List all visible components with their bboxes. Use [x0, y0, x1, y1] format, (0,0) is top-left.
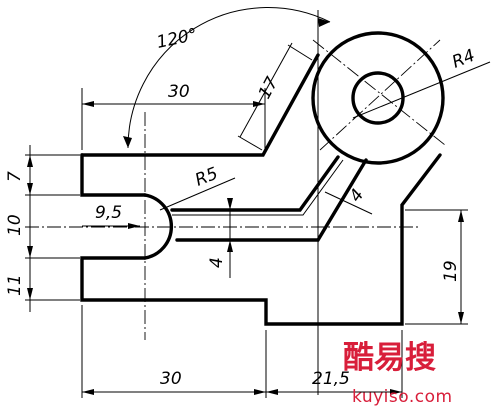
bottom-width-label: 30: [160, 369, 182, 389]
right-height-label: 19: [441, 260, 461, 282]
watermark: 酷易搜 kuyiso.com: [343, 340, 453, 407]
dimension-lines: [25, 7, 491, 398]
arm-length-label: 17: [255, 74, 283, 103]
left-top-label: 7: [5, 171, 25, 182]
slot-depth-label: 9,5: [95, 203, 122, 223]
watermark-chinese: 酷易搜: [343, 340, 436, 376]
dimension-texts: 120° 30 17 R4 R5 9,5 4 4 7 10 11 19 30 2…: [5, 25, 478, 389]
top-width-label: 30: [168, 82, 190, 102]
center-lines: [25, 39, 446, 340]
slot-radius-label: R5: [192, 164, 220, 191]
angle-label: 120°: [155, 25, 199, 53]
slot-offset-label: 4: [207, 257, 227, 268]
bottom-right-label: 21,5: [312, 369, 350, 389]
left-mid-label: 10: [5, 214, 25, 236]
arrowheads: [27, 18, 464, 395]
watermark-latin: kuyiso.com: [352, 387, 453, 407]
left-bottom-label: 11: [5, 274, 25, 296]
